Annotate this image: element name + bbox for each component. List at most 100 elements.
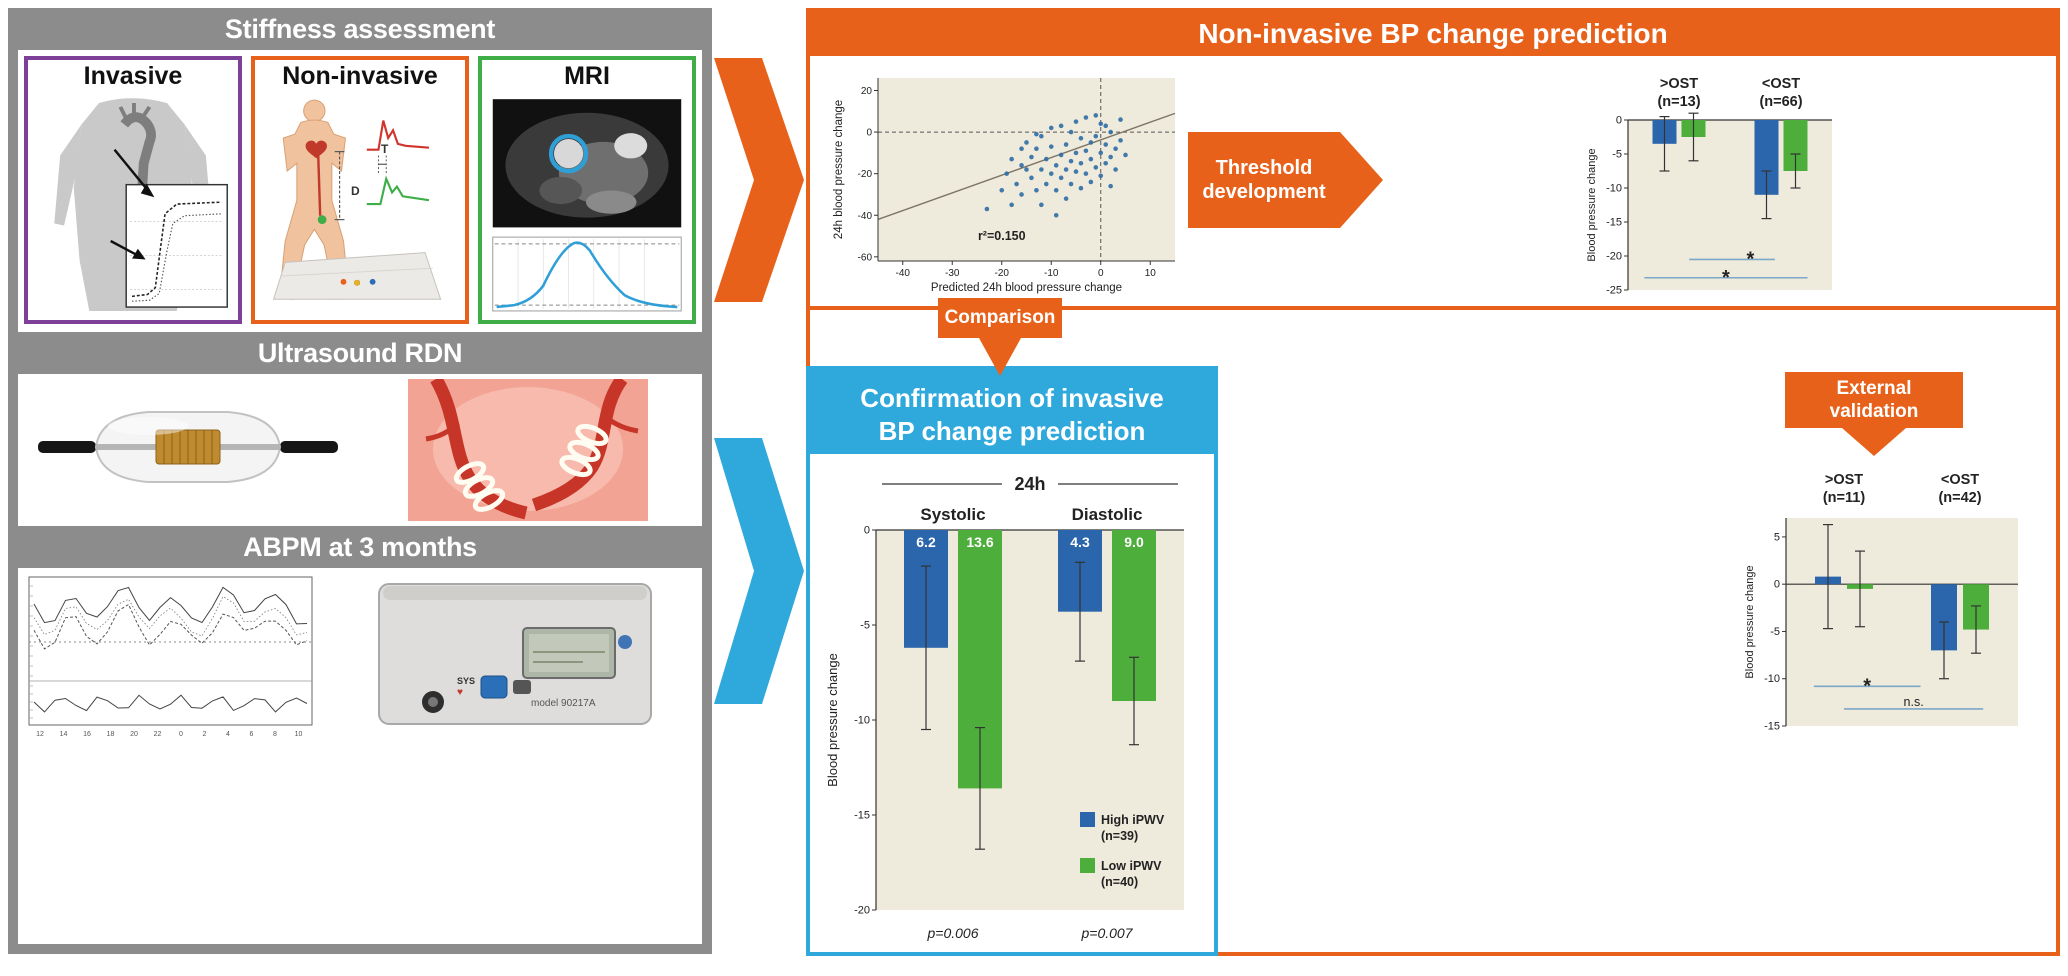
svg-text:-5: -5	[1770, 626, 1780, 638]
abpm-sys-label: SYS	[457, 676, 476, 686]
svg-text:24h: 24h	[1014, 474, 1045, 494]
svg-text:-10: -10	[854, 715, 870, 727]
svg-text:Diastolic: Diastolic	[1072, 505, 1143, 524]
stiffness-panel: Stiffness assessment Invasive	[8, 8, 712, 954]
svg-text:5: 5	[1774, 531, 1780, 543]
comparison-arrow: Comparison	[938, 298, 1062, 376]
svg-text:20: 20	[130, 731, 138, 738]
confirmation-header-line1: Confirmation of invasive	[860, 383, 1164, 413]
svg-text:<OST: <OST	[1941, 472, 1979, 488]
svg-text:Systolic: Systolic	[920, 505, 985, 524]
svg-text:-15: -15	[854, 810, 870, 822]
svg-text:14: 14	[60, 731, 68, 738]
svg-text:-60: -60	[858, 252, 873, 263]
svg-text:18: 18	[107, 731, 115, 738]
svg-text:(n=39): (n=39)	[1101, 829, 1138, 843]
svg-text:(n=13): (n=13)	[1657, 94, 1700, 110]
svg-text:-20: -20	[995, 268, 1010, 279]
confirmation-header-line2: BP change prediction	[878, 415, 1146, 446]
svg-text:0: 0	[1774, 579, 1780, 591]
svg-text:-10: -10	[1606, 183, 1622, 195]
svg-text:9.0: 9.0	[1124, 534, 1144, 550]
svg-text:Low iPWV: Low iPWV	[1101, 859, 1162, 873]
rdn-arteries-image	[408, 379, 648, 521]
svg-text:4.3: 4.3	[1070, 534, 1090, 550]
svg-text:4: 4	[226, 731, 230, 738]
svg-text:-5: -5	[1612, 149, 1622, 161]
transit-time-label: T	[381, 142, 389, 156]
noninvasive-title: Non-invasive	[282, 62, 438, 90]
external-label-line2: validation	[1829, 401, 1919, 422]
svg-text:8: 8	[273, 731, 277, 738]
threshold-label-line1: Threshold	[1215, 156, 1313, 179]
svg-text:-20: -20	[1606, 251, 1622, 263]
svg-text:-10: -10	[1764, 673, 1780, 685]
mri-title: MRI	[564, 62, 610, 90]
svg-text:<OST: <OST	[1762, 76, 1800, 92]
svg-text:6: 6	[250, 731, 254, 738]
invasive-box: Invasive	[24, 56, 242, 324]
mri-illustration	[492, 99, 682, 312]
svg-text:13.6: 13.6	[966, 534, 993, 550]
svg-text:2: 2	[203, 731, 207, 738]
svg-text:p=0.006: p=0.006	[927, 925, 979, 941]
mri-box: MRI	[478, 56, 696, 324]
svg-text:-40: -40	[858, 211, 873, 222]
threshold-development-arrow: Threshold development	[1188, 132, 1383, 228]
svg-text:22: 22	[154, 731, 162, 738]
invasive-confirmation-panel: Confirmation of invasive BP change predi…	[806, 366, 1218, 956]
svg-text:Blood pressure change: Blood pressure change	[825, 653, 840, 787]
svg-text:-25: -25	[1606, 285, 1622, 297]
noninvasive-illustration	[272, 99, 442, 300]
svg-text:p=0.007: p=0.007	[1081, 925, 1134, 941]
svg-text:6.2: 6.2	[916, 534, 936, 550]
svg-text:20: 20	[861, 86, 873, 97]
invasive-illustration	[54, 98, 228, 311]
svg-text:>OST: >OST	[1660, 76, 1698, 92]
external-validation-arrow: External validation	[1785, 372, 1963, 456]
svg-text:High iPWV: High iPWV	[1101, 813, 1165, 827]
svg-text:(n=40): (n=40)	[1101, 875, 1138, 889]
invasive-confirmation-header: Confirmation of invasive BP change predi…	[810, 370, 1214, 454]
svg-text:-10: -10	[1044, 268, 1059, 279]
svg-text:Predicted 24h blood pressure c: Predicted 24h blood pressure change	[931, 282, 1122, 294]
svg-text:*: *	[1747, 248, 1755, 270]
ost-development-chart: 0 -5 -10 -15 -20 -25 >OST (n=13) <OST (n=66) * * Blo…	[1582, 70, 1842, 298]
catheter-image	[38, 411, 338, 483]
external-label-line1: External	[1836, 377, 1912, 399]
svg-text:*: *	[1863, 675, 1871, 697]
abpm-header: ABPM at 3 months	[243, 532, 477, 562]
svg-text:*: *	[1722, 267, 1730, 289]
ultrasound-rdn-header: Ultrasound RDN	[257, 338, 463, 368]
svg-text:(n=11): (n=11)	[1823, 490, 1865, 506]
svg-text:Blood pressure change: Blood pressure change	[1586, 148, 1598, 261]
svg-text:Blood pressure change: Blood pressure change	[1744, 565, 1756, 678]
svg-text:n.s.: n.s.	[1904, 695, 1924, 709]
distance-label: D	[351, 184, 360, 198]
stiffness-assessment-header: Stiffness assessment	[224, 14, 496, 44]
svg-text:0: 0	[179, 731, 183, 738]
noninvasive-box: Non-invasive	[251, 56, 469, 324]
heart-icon: ♥	[457, 687, 463, 698]
svg-text:24h blood pressure change: 24h blood pressure change	[833, 100, 845, 239]
svg-text:-15: -15	[1606, 217, 1622, 229]
orange-arrow-icon	[714, 58, 804, 302]
svg-text:0: 0	[1098, 268, 1104, 279]
svg-text:(n=66): (n=66)	[1759, 94, 1802, 110]
svg-text:-40: -40	[896, 268, 911, 279]
invasive-title: Invasive	[83, 62, 183, 90]
svg-text:-5: -5	[860, 620, 870, 632]
svg-text:0: 0	[1616, 115, 1622, 127]
threshold-label-line2: development	[1202, 181, 1326, 203]
svg-text:12: 12	[36, 731, 44, 738]
svg-text:-15: -15	[1764, 721, 1780, 733]
blue-arrow-icon	[714, 438, 804, 704]
noninvasive-prediction-header: Non-invasive BP change prediction	[810, 12, 2056, 56]
svg-text:-20: -20	[854, 905, 870, 917]
abpm-model-label: model 90217A	[531, 698, 596, 709]
